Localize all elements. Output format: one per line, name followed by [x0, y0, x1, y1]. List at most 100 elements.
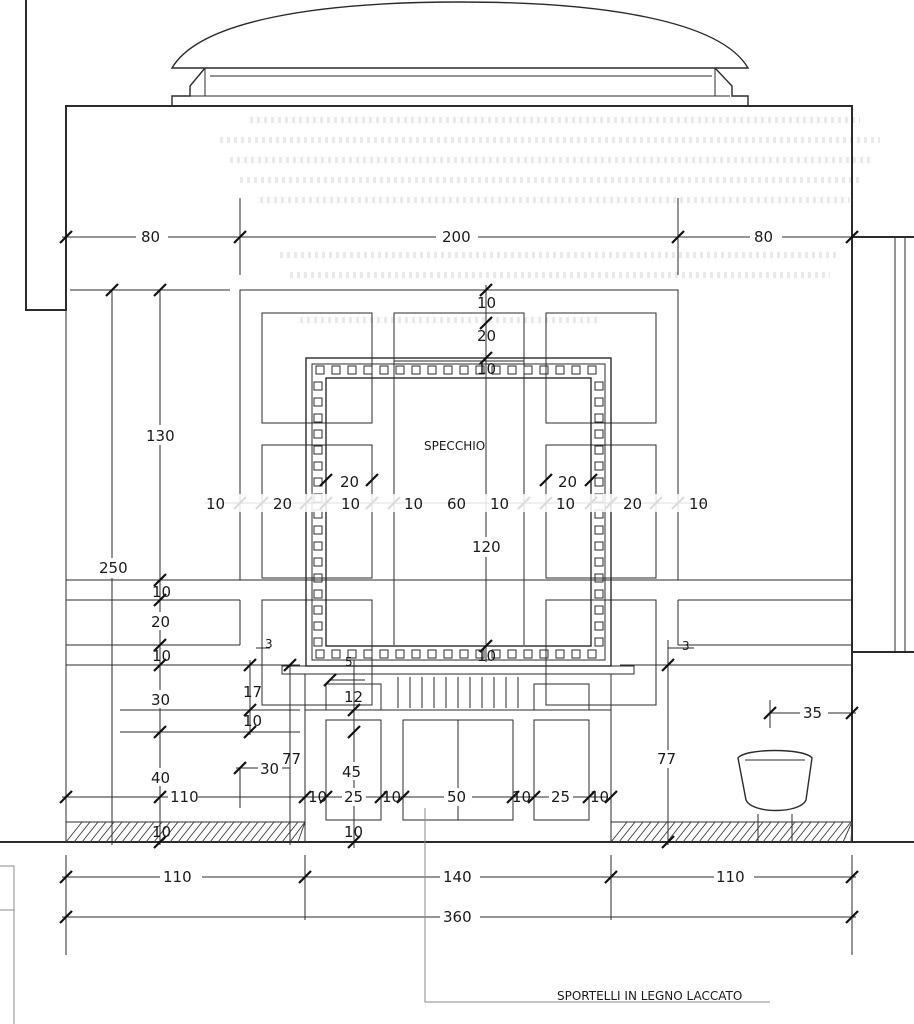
dim-three-right: 3 — [682, 639, 690, 653]
dim-footer-110-right: 110 — [716, 868, 745, 886]
dimension-tick — [527, 790, 541, 804]
floor-hatch — [770, 821, 788, 843]
dimension-tick — [243, 725, 257, 739]
floor-hatch — [706, 821, 724, 843]
mirror-tile — [313, 413, 323, 423]
dim-mirror-top-gap-a: 10 — [477, 294, 496, 312]
dim-row-10-e: 10 — [556, 495, 575, 513]
dim-footer-360: 360 — [443, 908, 472, 926]
floor-hatch — [682, 821, 700, 843]
floor-hatch — [810, 821, 828, 843]
floor-hatch — [225, 821, 243, 843]
floor-hatch — [209, 821, 227, 843]
mirror-tile — [459, 649, 469, 659]
dimension-tick — [845, 230, 859, 244]
mirror-tile — [594, 621, 604, 631]
mirror-tile — [594, 429, 604, 439]
floor-hatch — [690, 821, 708, 843]
dim-footer-140: 140 — [443, 868, 472, 886]
dimension-tick — [763, 706, 777, 720]
dim-bottom-row-110: 110 — [170, 788, 199, 806]
dim-band-10-b: 10 — [152, 647, 171, 665]
mirror-tile — [313, 477, 323, 487]
mirror-tile — [523, 365, 533, 375]
floor-hatch — [762, 821, 780, 843]
dim-row-10-b: 10 — [341, 495, 360, 513]
floor-hatch — [666, 821, 684, 843]
floor-hatch — [89, 821, 107, 843]
mirror-tile — [475, 649, 485, 659]
dimension-tick — [539, 473, 553, 487]
dim-row-20-b: 20 — [623, 495, 642, 513]
floor-hatch — [193, 821, 211, 843]
wc-toilet — [737, 749, 813, 842]
dim-frame-20-left: 20 — [340, 473, 359, 491]
mirror-tile — [313, 573, 323, 583]
floor-hatch — [786, 821, 804, 843]
dim-bottom-row-25-a: 25 — [344, 788, 363, 806]
floor-hatch — [257, 821, 275, 843]
dim-bottom-row-10-b: 10 — [382, 788, 401, 806]
mirror-tile — [594, 477, 604, 487]
mirror-tile — [491, 649, 501, 659]
mirror-tile — [594, 397, 604, 407]
mirror-tile — [459, 365, 469, 375]
mirror-tile — [571, 649, 581, 659]
dimension-tick — [59, 870, 73, 884]
mirror-tile — [507, 649, 517, 659]
dimension-tick — [479, 316, 493, 330]
dimension-tick — [323, 673, 337, 687]
dim-bottom-row-10-a: 10 — [308, 788, 327, 806]
floor-hatch — [626, 821, 644, 843]
floor-hatch — [618, 821, 636, 843]
mirror-tile — [587, 365, 597, 375]
dimension-tick — [298, 790, 312, 804]
floor-hatch — [730, 821, 748, 843]
dimension-tick — [604, 870, 618, 884]
dim-mirror-height: 120 — [472, 538, 501, 556]
mirror-tile — [491, 365, 501, 375]
dim-three-left: 3 — [265, 637, 273, 651]
dimension-tick — [396, 790, 410, 804]
dimension-tick — [153, 790, 167, 804]
mirror-tile — [347, 649, 357, 659]
floor-hatch — [658, 821, 676, 843]
dimension-tick — [243, 658, 257, 672]
mirror-tile — [594, 589, 604, 599]
mirror-tile — [331, 365, 341, 375]
mirror-tile — [475, 365, 485, 375]
floor-hatch — [650, 821, 668, 843]
floor-hatch — [65, 821, 83, 843]
mirror-tile — [313, 541, 323, 551]
floor-hatch — [289, 821, 306, 843]
floor-hatch — [265, 821, 283, 843]
floor-hatch — [97, 821, 115, 843]
floor-hatch — [818, 821, 836, 843]
dimension-tick — [153, 593, 167, 607]
dimension-tick — [845, 910, 859, 924]
wall-panel-frame — [66, 289, 852, 666]
dim-top-left: 80 — [141, 228, 160, 246]
dimension-tick — [319, 790, 333, 804]
dimension-tick — [233, 761, 247, 775]
dimension-tick — [59, 790, 73, 804]
mirror-tile — [594, 413, 604, 423]
mirror-tile — [347, 365, 357, 375]
mirror-tile — [555, 649, 565, 659]
mirror-tile — [313, 445, 323, 455]
mirror-tile — [379, 365, 389, 375]
mirror-tile — [313, 605, 323, 615]
mirror-tile — [313, 557, 323, 567]
floor-hatch — [722, 821, 740, 843]
floor-hatch — [297, 821, 306, 843]
mirror-tile — [594, 637, 604, 647]
floor-hatch — [698, 821, 716, 843]
dimension-tick — [59, 230, 73, 244]
mirror-tile — [587, 649, 597, 659]
dim-base-10: 10 — [152, 823, 171, 841]
mirror-tile — [313, 589, 323, 599]
mirror-tile — [539, 365, 549, 375]
dim-band-30: 30 — [151, 691, 170, 709]
